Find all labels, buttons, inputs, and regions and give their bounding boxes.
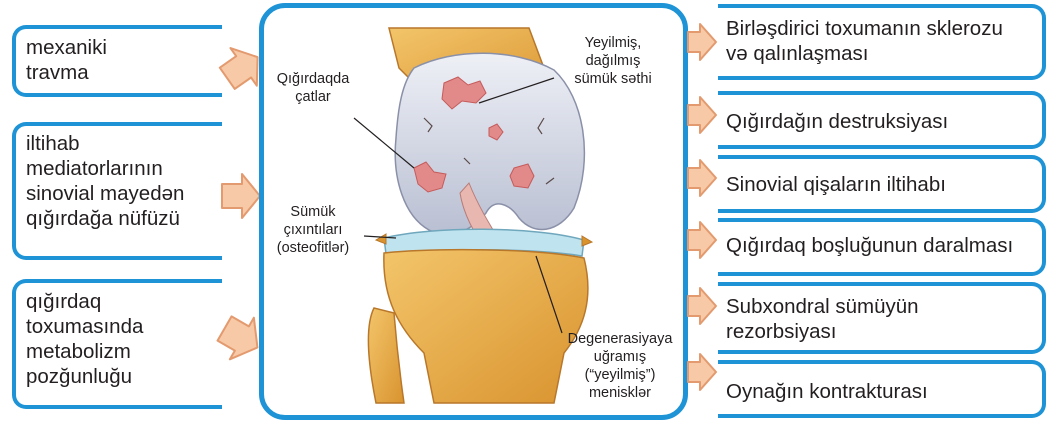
- arrow-icon: [688, 160, 716, 196]
- effect-label-2: Qığırdağın destruksiyası: [726, 109, 948, 134]
- label-cartilage-cracks: Qığırdaqda çatlar: [268, 70, 358, 106]
- arrow-icon: [688, 24, 716, 60]
- label-eroded-surface: Yeyilmiş, dağılmış sümük səthi: [548, 34, 678, 88]
- arrow-icon: [688, 222, 716, 258]
- arrow-icon: [222, 174, 260, 218]
- arrow-icon: [688, 97, 716, 133]
- tibia-shape: [384, 250, 588, 403]
- label-osteophytes: Sümük çıxıntıları (osteofitlər): [268, 203, 358, 257]
- cause-label-3: qığırdaq toxumasında metabolizm pozğunlu…: [26, 289, 143, 389]
- effect-label-1: Birləşdirici toxumanın sklerozu və qalın…: [726, 16, 1003, 66]
- cause-label-1: mexaniki travma: [26, 35, 107, 85]
- effect-label-3: Sinovial qişaların iltihabı: [726, 172, 946, 197]
- arrow-icon: [688, 288, 716, 324]
- effect-label-5: Subxondral sümüyün rezorbsiyası: [726, 294, 919, 344]
- arrow-icon: [688, 354, 716, 390]
- effect-label-6: Oynağın kontrakturası: [726, 379, 928, 404]
- effect-label-4: Qığırdaq boşluğunun daralması: [726, 233, 1013, 258]
- label-menisci: Degenerasiyaya uğramış (“yeyilmiş”) meni…: [560, 330, 680, 402]
- cause-label-2: iltihab mediatorlarının sinovial mayedən…: [26, 131, 184, 231]
